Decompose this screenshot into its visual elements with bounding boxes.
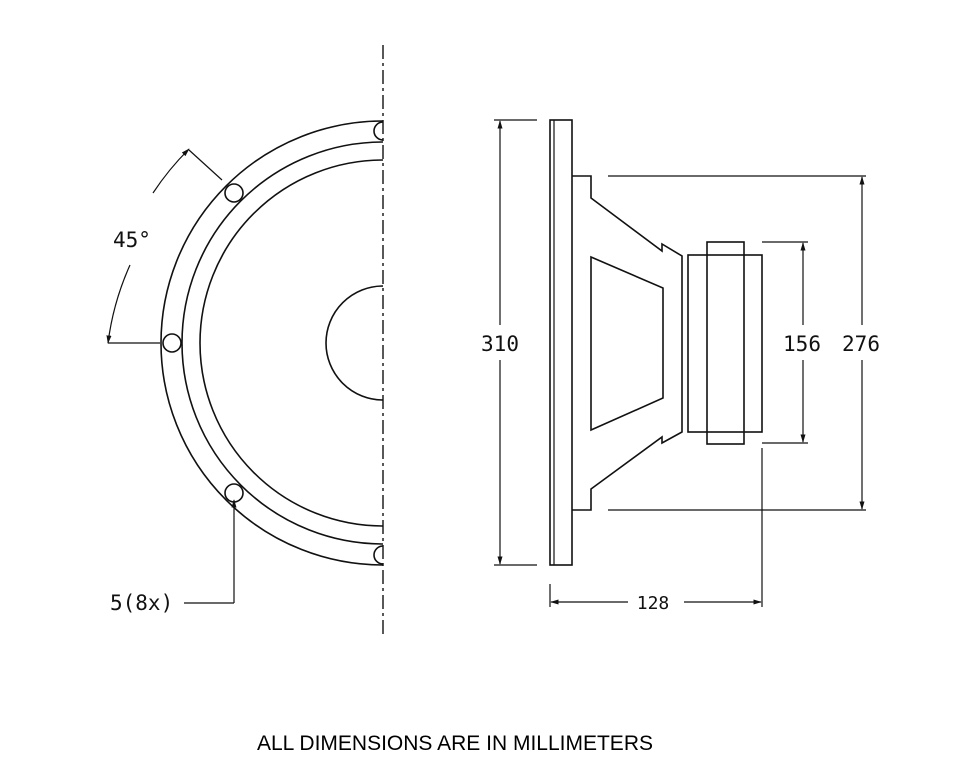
mounting-hole bbox=[373, 545, 384, 565]
hole-label: 5(8x) bbox=[110, 591, 173, 615]
mounting-hole bbox=[162, 333, 182, 353]
cone bbox=[590, 255, 664, 432]
outer-rim-arc bbox=[160, 120, 384, 566]
mounting-hole bbox=[224, 183, 244, 203]
frame-basket bbox=[572, 175, 683, 511]
dust-cap-arc bbox=[325, 285, 384, 401]
units-note: ALL DIMENSIONS ARE IN MILLIMETERS bbox=[257, 732, 653, 755]
mounting-hole bbox=[224, 483, 244, 503]
depth-label: 128 bbox=[637, 593, 670, 614]
overall-diameter-label: 310 bbox=[481, 332, 519, 356]
front-view: 45° 5(8x) bbox=[106, 45, 384, 635]
frame-diameter-label: 276 bbox=[842, 332, 880, 356]
angle-label: 45° bbox=[113, 228, 151, 252]
magnet bbox=[706, 241, 745, 445]
magnet-diameter-label: 156 bbox=[783, 332, 821, 356]
side-view: 310 276 156 128 bbox=[481, 119, 880, 614]
angle-dimension-arc bbox=[152, 148, 190, 194]
cone-edge-arc bbox=[199, 159, 384, 527]
mounting-ring-arc bbox=[181, 141, 384, 545]
mounting-hole bbox=[373, 121, 384, 141]
top-plate bbox=[687, 254, 763, 433]
flange bbox=[549, 119, 573, 566]
